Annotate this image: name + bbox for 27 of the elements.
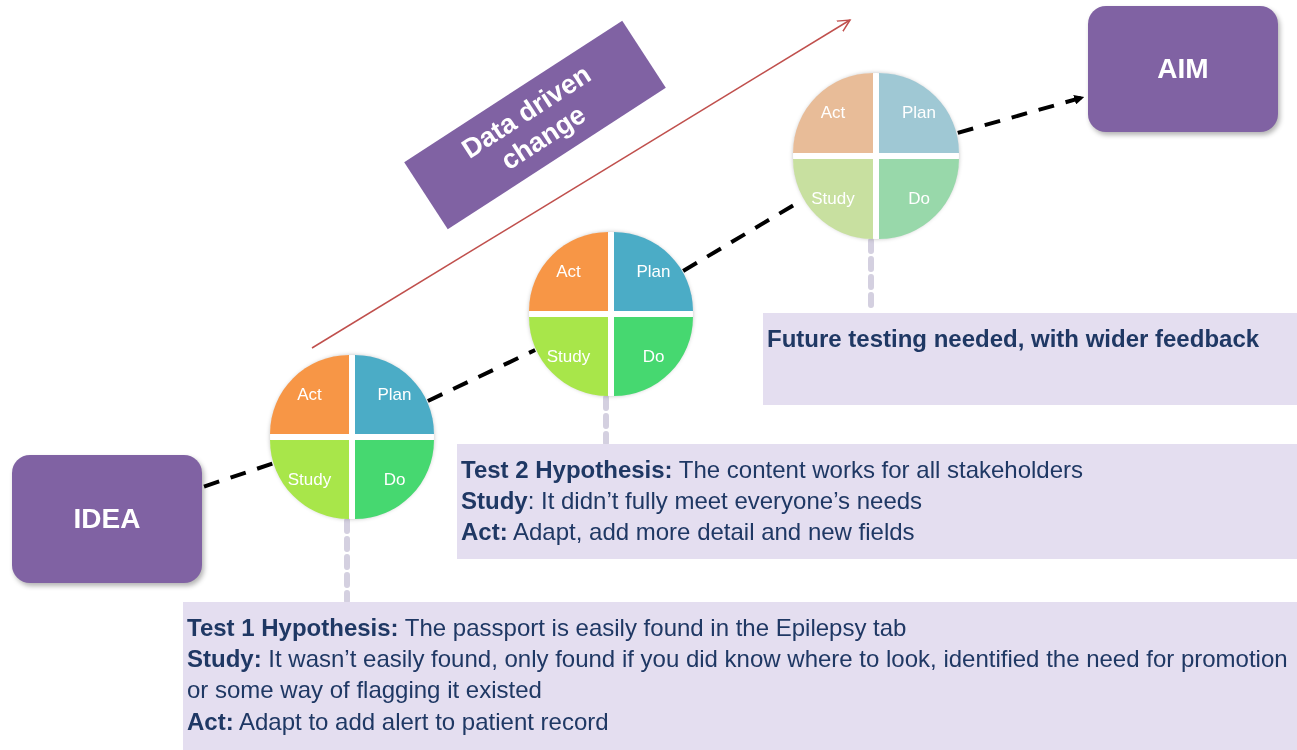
cycle-quadrant: Study: [270, 440, 349, 519]
step-box: AIM: [1088, 6, 1278, 132]
cycle-quadrant: Act: [793, 73, 873, 153]
note-text: Study: It wasn’t easily found, only found if you did know where to look, identified the need for promotion or some way of flagging it existed: [187, 644, 1289, 706]
note-box: [763, 313, 1297, 405]
cycle-quadrant: Do: [355, 440, 434, 519]
cycle-quadrant: Plan: [614, 232, 693, 311]
cycle-quadrant: Study: [529, 317, 608, 396]
cycle-quadrant: Study: [793, 159, 873, 239]
note-text: Test 2 Hypothesis: The content works for all stakeholders: [461, 455, 1085, 485]
cycle-quadrant: Act: [270, 355, 349, 434]
cycle-quadrant: Do: [614, 317, 693, 396]
cycle-quadrant: Act: [529, 232, 608, 311]
connector-line: [344, 518, 350, 604]
cycle-quadrant: Plan: [879, 73, 959, 153]
note-text: Act: Adapt to add alert to patient record: [187, 706, 610, 737]
cycle-quadrant: Do: [879, 159, 959, 239]
note-text: Act: Adapt, add more detail and new fields: [461, 517, 916, 548]
note-box: [457, 444, 1297, 559]
dashed-arrow: [957, 94, 1085, 135]
connector-line: [603, 395, 609, 446]
note-text: Test 1 Hypothesis: The passport is easily found in the Epilepsy tab: [187, 613, 908, 643]
note-text: Future testing needed, with wider feedback: [767, 324, 1261, 354]
note-text: Study: It didn’t fully meet everyone’s needs: [461, 486, 924, 517]
step-box: IDEA: [12, 455, 202, 583]
cycle-quadrant: Plan: [355, 355, 434, 434]
note-box: [183, 602, 1297, 750]
